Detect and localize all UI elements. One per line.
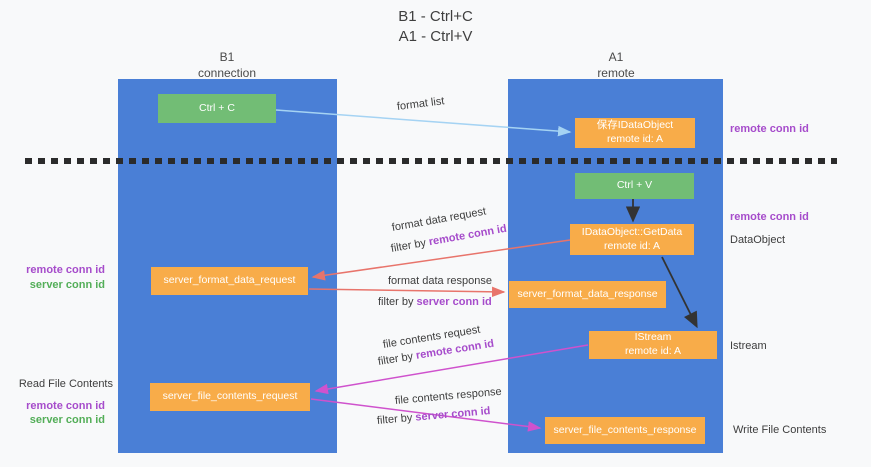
flow-label-format-data-response: format data response	[388, 275, 492, 287]
annotation-left-remote-conn-id-2: remote conn id	[26, 400, 105, 412]
annotation-remote-conn-id-top: remote conn id	[730, 123, 809, 135]
server-conn-id-text: server conn id	[416, 296, 492, 308]
lane-header-a1: A1 remote	[546, 50, 686, 81]
node-istream: IStream remote id: A	[589, 331, 717, 359]
diagram-title: B1 - Ctrl+C A1 - Ctrl+V	[0, 7, 871, 48]
arrow-format-data-response	[308, 286, 506, 298]
annotation-left-server-conn-id-1: server conn id	[29, 279, 105, 291]
lane-a1-name: A1	[608, 50, 624, 64]
lane-b1-name: B1	[219, 50, 235, 64]
annotation-istream: Istream	[730, 340, 767, 352]
annotation-dataobject: DataObject	[730, 234, 786, 246]
server-file-contents-request-label: server_file_contents_request	[162, 390, 298, 403]
filter-by-text: filter by	[378, 296, 414, 308]
filter-by-text: filter by	[377, 350, 414, 368]
annotation-write-file-contents: Write File Contents	[733, 424, 827, 436]
title-line-2: A1 - Ctrl+V	[398, 28, 473, 46]
filter-by-text: filter by	[376, 411, 413, 427]
node-server-format-data-response: server_format_data_response	[509, 281, 666, 308]
istream-line2: remote id: A	[624, 345, 682, 357]
getdata-line1: IDataObject::GetData	[581, 225, 683, 238]
server-conn-id-text: server conn id	[414, 405, 491, 424]
annotation-left-server-conn-id-2: server conn id	[29, 414, 105, 426]
ctrl-c-label: Ctrl + C	[199, 101, 235, 114]
annotation-read-file-contents: Read File Contents	[18, 378, 113, 390]
getdata-line2: remote id: A	[603, 239, 661, 252]
annotation-remote-conn-id-mid: remote conn id	[730, 211, 809, 223]
save-idataobject-line1: 保存IDataObject	[596, 119, 674, 132]
flow-label-format-list: format list	[396, 95, 446, 113]
remote-conn-id-text: remote conn id	[427, 222, 508, 249]
lane-a1-role: remote	[597, 65, 635, 80]
flow-label-file-contents-response: file contents response	[394, 385, 503, 407]
node-ctrl-v: Ctrl + V	[575, 173, 694, 199]
node-save-idataobject: 保存IDataObject remote id: A	[575, 118, 695, 148]
server-file-contents-response-label: server_file_contents_response	[553, 423, 697, 436]
flow-label-filter-server-1: filter by server conn id	[378, 296, 492, 308]
filter-by-text: filter by	[389, 236, 427, 255]
node-idataobject-getdata: IDataObject::GetData remote id: A	[570, 224, 694, 255]
node-server-file-contents-request: server_file_contents_request	[150, 383, 310, 411]
server-format-data-response-label: server_format_data_response	[517, 287, 658, 300]
lane-b1-role: connection	[197, 65, 257, 80]
istream-line1: IStream	[634, 331, 672, 344]
node-server-format-data-request: server_format_data_request	[151, 267, 308, 295]
ctrl-v-label: Ctrl + V	[616, 179, 653, 192]
server-format-data-request-label: server_format_data_request	[163, 274, 296, 287]
lane-header-b1: B1 connection	[157, 50, 297, 81]
save-idataobject-line2: remote id: A	[606, 133, 664, 145]
flow-label-filter-server-2: filter by server conn id	[376, 405, 490, 427]
title-line-1: B1 - Ctrl+C	[398, 8, 473, 25]
session-divider-dashed-line	[25, 158, 837, 164]
node-ctrl-c: Ctrl + C	[158, 94, 276, 123]
node-server-file-contents-response: server_file_contents_response	[545, 417, 705, 444]
annotation-left-remote-conn-id-1: remote conn id	[26, 264, 105, 276]
